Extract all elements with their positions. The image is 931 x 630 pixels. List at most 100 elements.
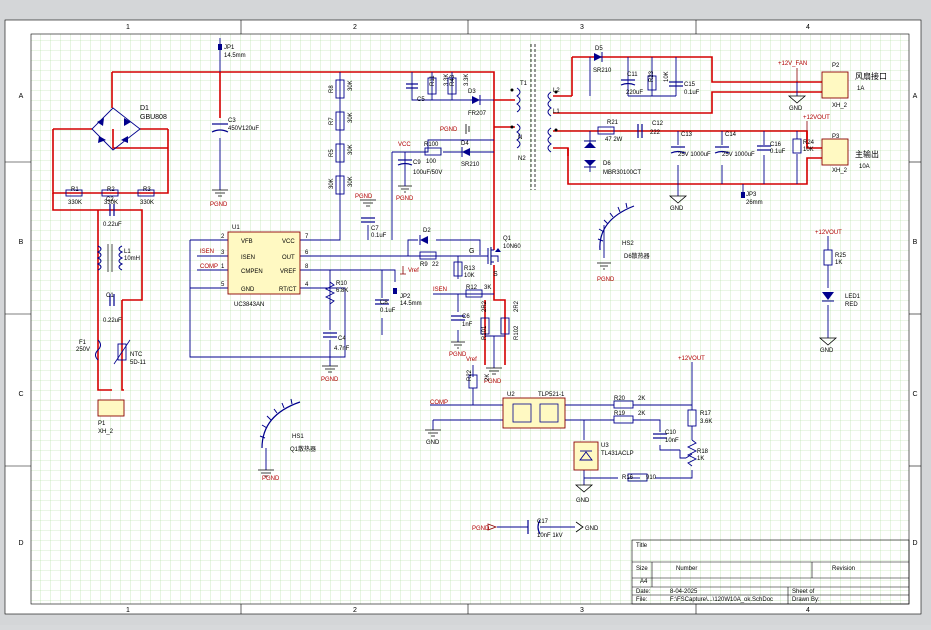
bridge-rectifier-d1[interactable]: D1 GBU808 xyxy=(91,105,167,151)
pgnd-label-c6: PGND xyxy=(449,352,467,358)
capacitor-c9[interactable]: C9 100uF/50V xyxy=(397,159,442,176)
pgnd-label-r101: PGND xyxy=(484,379,502,385)
capacitor-c7[interactable]: C7 0.1uF xyxy=(361,217,387,239)
resistor-r20[interactable]: R20 2K xyxy=(613,396,645,409)
jumper-jp1[interactable]: JP1 14.5mm xyxy=(218,44,246,59)
ic-u1[interactable]: U1 UC3843AN VFB ISEN CMPEN GND VCC OUT V… xyxy=(221,225,309,308)
diode-d4[interactable]: D4 SR210 xyxy=(461,141,480,168)
r22-ref: R22 xyxy=(467,369,473,381)
l1-value: 10mH xyxy=(124,256,140,262)
d1-value: GBU808 xyxy=(140,114,167,121)
resistor-r6[interactable]: 30K 30K xyxy=(329,175,354,195)
r3-value: 330K xyxy=(140,200,154,206)
aux-vcc-label: VCC xyxy=(398,142,411,148)
r20-value: 2K xyxy=(638,396,645,402)
thermistor-ntc[interactable]: NTC 5D-11 xyxy=(113,339,147,366)
revision-label: Revision xyxy=(832,566,855,572)
resistor-r11[interactable]: R11 3.3K xyxy=(427,74,450,95)
pgnd-symbol-c7: PGND xyxy=(355,194,376,207)
c15-ref: C15 xyxy=(684,82,696,88)
resistor-r13[interactable]: R13 10K xyxy=(453,261,476,279)
shunt-regulator-u3[interactable]: U3 TL431ACLP xyxy=(573,441,634,471)
led-led1[interactable]: LED1 RED xyxy=(822,292,861,308)
capacitor-c5[interactable]: C5 xyxy=(406,83,425,103)
jumper-jp3[interactable]: JP3 26mm xyxy=(741,192,763,206)
r20-ref: R20 xyxy=(614,396,626,402)
u1-pin-vfb: VFB xyxy=(241,239,253,245)
resistor-r17[interactable]: R17 3.6K xyxy=(687,409,712,427)
d3-value: FR207 xyxy=(468,111,487,117)
capacitor-c15[interactable]: C15 0.1uF xyxy=(669,81,700,96)
capacitor-c8[interactable]: C8 0.1uF xyxy=(375,299,396,314)
capacitor-c10[interactable]: C10 10nF xyxy=(653,430,679,444)
capacitor-c6[interactable]: C6 1nF xyxy=(451,314,473,328)
hs2-value: D6散热器 xyxy=(624,252,650,260)
capacitor-c2[interactable]: C2 0.22uF xyxy=(103,197,122,228)
resistor-r22[interactable]: R22 2K xyxy=(467,369,491,389)
heatsink-hs2[interactable]: HS2 D6散热器 xyxy=(597,202,650,260)
c10-ref: C10 xyxy=(665,430,677,436)
r25-value: 1K xyxy=(835,260,842,266)
resistor-r8[interactable]: R8 30K xyxy=(329,79,354,99)
resistor-r101[interactable]: R101 2R2 xyxy=(480,300,490,340)
u1-pin-gnd: GND xyxy=(241,287,255,293)
capacitor-c1[interactable]: C1 0.22uF xyxy=(103,293,122,324)
resistor-r2[interactable]: R2 330K xyxy=(101,187,119,206)
vref-label-u1: Vref xyxy=(408,268,419,274)
r12-ref: R12 xyxy=(466,285,478,291)
capacitor-c14[interactable]: C14 25V 1000uF xyxy=(714,132,755,158)
capacitor-c17[interactable]: C17 10nF 1kV xyxy=(527,519,563,539)
resistor-r24[interactable]: R24 10K xyxy=(792,138,815,154)
jumper-jp2[interactable]: JP2 14.5mm xyxy=(393,288,422,307)
fuse-f1[interactable]: F1 250V xyxy=(76,339,101,361)
resistor-r9[interactable]: R9 22 xyxy=(419,251,439,268)
resistor-r43[interactable]: R43 3.3K xyxy=(447,74,470,95)
capacitor-c4[interactable]: C4 4.7nF xyxy=(323,332,350,352)
resistor-r19[interactable]: R19 2K xyxy=(613,411,645,424)
resistor-r102[interactable]: R102 2R2 xyxy=(500,300,520,340)
diode-d2[interactable]: D2 xyxy=(419,228,431,245)
resistor-r12[interactable]: R12 3K xyxy=(465,285,491,298)
jp2-value: 14.5mm xyxy=(400,301,422,307)
pgnd-label-c3: PGND xyxy=(210,202,228,208)
date-value: 8-04-2025 xyxy=(670,589,698,595)
trimmer-r18[interactable]: R18 1K xyxy=(685,439,709,467)
resistor-r7[interactable]: R7 30K xyxy=(329,111,354,131)
diode-d5[interactable]: D5 SR210 xyxy=(593,46,612,74)
connector-p3[interactable]: P3 XH_2 主输出 10A xyxy=(821,134,879,174)
r17-ref: R17 xyxy=(700,411,712,417)
resistor-r100[interactable]: R100 100 xyxy=(424,142,442,165)
heatsink-hs1[interactable]: HS1 Q1散热器 xyxy=(259,398,316,453)
optocoupler-u2[interactable]: U2 TLP521-1 xyxy=(502,392,566,429)
diode-d6[interactable]: D6 MBR30100CT xyxy=(584,140,641,176)
capacitor-c13[interactable]: C13 25V 1000uF xyxy=(670,132,711,158)
r11-ref: R11 xyxy=(430,75,436,86)
resistor-r25[interactable]: R25 1K xyxy=(823,249,847,266)
vref-port: Vref xyxy=(400,266,419,275)
capacitor-c16[interactable]: C16 0.1uF xyxy=(757,142,786,155)
u1-value: UC3843AN xyxy=(234,302,264,308)
resistor-r10[interactable]: R10 6.8K xyxy=(324,281,348,305)
capacitor-c12[interactable]: C12 222 xyxy=(637,121,664,138)
capacitor-c3[interactable]: C3 450V120uF xyxy=(211,118,259,133)
transformer-t1[interactable]: T1 L2 L1 N N2 xyxy=(510,44,561,190)
connector-p2[interactable]: P2 XH_2 风扇接口 1A xyxy=(821,63,887,109)
resistor-r21[interactable]: R21 47 2W xyxy=(597,120,623,143)
u1-pin-cmpen: CMPEN xyxy=(241,269,263,275)
t1-pin-n: N xyxy=(518,135,522,141)
resistor-r3-fan[interactable]: 10K xyxy=(664,71,670,82)
c8-ref: C8 xyxy=(380,300,388,306)
r8-value: 30K xyxy=(348,80,354,91)
resistor-r3[interactable]: R3 330K xyxy=(137,187,155,206)
resistor-r16[interactable]: R16 910 xyxy=(622,473,657,482)
resistor-r23[interactable]: R23 xyxy=(647,70,657,91)
p1-ref: P1 xyxy=(98,421,106,427)
connector-p1[interactable]: P1 XH_2 xyxy=(97,399,125,435)
resistor-r5[interactable]: R5 30K xyxy=(329,143,354,163)
common-mode-choke-l1[interactable]: L1 10mH xyxy=(96,244,140,272)
mosfet-q1[interactable]: Q1 10N60 G S xyxy=(469,236,521,278)
capacitor-c11[interactable]: C11 220uF xyxy=(620,72,643,96)
diode-d3[interactable]: D3 FR207 xyxy=(468,89,487,117)
resistor-r1[interactable]: R1 330K xyxy=(65,187,83,206)
pgnd-symbol-t1: PGND xyxy=(440,124,470,134)
